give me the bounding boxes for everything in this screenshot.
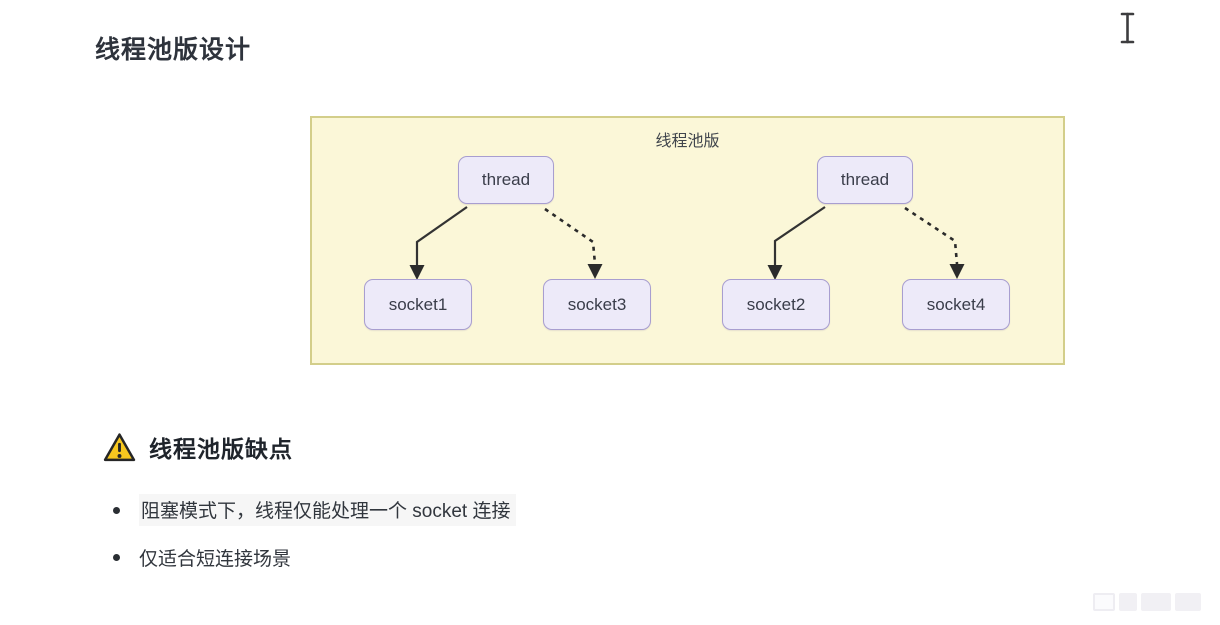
arrowhead-socket3 [587,264,603,279]
warning-triangle-icon [103,432,136,461]
node-socket1: socket1 [364,279,472,330]
watermark-logo [1093,593,1215,619]
list-item: 阻塞模式下，线程仅能处理一个 socket 连接 [113,494,517,526]
list-item: 仅适合短连接场景 [113,544,291,571]
bullet-dot [113,506,120,514]
diagram-title: 线程池版 [655,133,720,150]
warning-title: 线程池版缺点 [149,436,293,462]
bullet-dot [113,554,120,561]
node-thread-1: thread [458,156,554,204]
node-socket3: socket3 [543,279,651,330]
edge-thread2-socket4 [904,206,959,265]
text-cursor-icon [1120,12,1135,44]
node-thread-2: thread [817,156,913,204]
arrowhead-socket4 [949,264,965,279]
bullet-text: 仅适合短连接场景 [139,549,292,570]
thread-pool-diagram: 线程池版 thread thread socket1 socket3 socke… [310,116,1065,365]
node-socket2: socket2 [722,279,830,330]
edge-thread1-socket3 [544,207,597,265]
node-socket4: socket4 [902,279,1010,330]
arrowhead-socket1 [409,265,425,280]
arrowhead-socket2 [767,265,783,280]
bullet-text: 阻塞模式下，线程仅能处理一个 socket 连接 [139,494,517,526]
edge-thread2-socket2 [773,206,826,266]
page-title: 线程池版设计 [95,36,252,64]
edge-thread1-socket1 [415,206,468,266]
warning-heading: 线程池版缺点 [103,430,293,464]
